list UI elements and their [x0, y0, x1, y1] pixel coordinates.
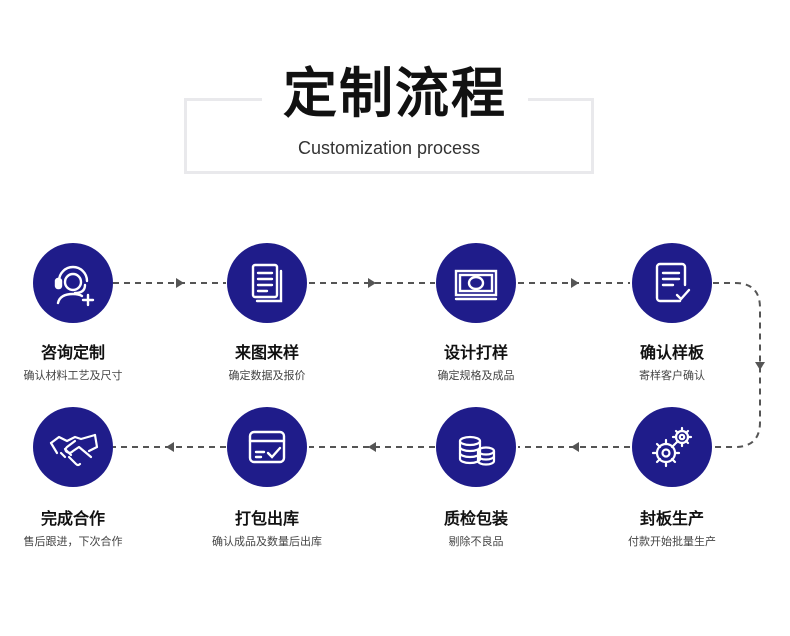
step-desc-8: 售后跟进，下次合作: [23, 535, 123, 548]
step-label-1: 咨询定制: [40, 343, 105, 362]
step-label-2: 来图来样: [234, 343, 299, 362]
arrow-5-6: [571, 442, 579, 452]
page-title: 定制流程: [283, 62, 507, 125]
step-node-1: [33, 243, 113, 323]
step-node-5: [632, 407, 712, 487]
step-node-2: [227, 243, 307, 323]
step-desc-7: 确认成品及数量后出库: [212, 535, 322, 548]
step-node-8: [33, 407, 113, 487]
customer-service-icon: [54, 265, 95, 307]
title-backdrop: [262, 62, 528, 126]
step-desc-3: 确定规格及成品: [437, 369, 515, 382]
coin-stack-icon: [458, 435, 496, 466]
step-node-3: [436, 243, 516, 323]
step-desc-6: 剔除不良品: [448, 535, 504, 548]
handshake-icon: [49, 433, 99, 467]
banknote-icon: [454, 269, 498, 301]
step-label-4: 确认样板: [639, 343, 704, 362]
arrow-1-2: [176, 278, 184, 288]
document-stack-icon: [251, 263, 283, 303]
step-node-4: [632, 243, 712, 323]
arrow-4-5: [755, 362, 765, 370]
step-label-5: 封板生产: [639, 509, 704, 528]
arrow-6-7: [368, 442, 376, 452]
step-desc-2: 确定数据及报价: [228, 369, 306, 382]
checklist-icon: [655, 262, 691, 303]
arrow-3-4: [571, 278, 579, 288]
step-node-7: [227, 407, 307, 487]
gears-icon: [651, 426, 693, 468]
step-node-6: [436, 407, 516, 487]
arrow-2-3: [368, 278, 376, 288]
step-label-7: 打包出库: [234, 509, 299, 528]
page-subtitle: Customization process: [297, 138, 481, 158]
step-label-8: 完成合作: [40, 509, 105, 528]
step-label-3: 设计打样: [443, 343, 508, 362]
step-desc-1: 确认材料工艺及尺寸: [23, 369, 123, 382]
package-box-icon: [248, 430, 286, 464]
step-desc-4: 寄样客户确认: [639, 369, 705, 382]
step-desc-5: 付款开始批量生产: [628, 535, 716, 548]
arrow-7-8: [166, 442, 174, 452]
step-label-6: 质检包装: [443, 509, 508, 528]
connector-4-5: [713, 282, 761, 448]
